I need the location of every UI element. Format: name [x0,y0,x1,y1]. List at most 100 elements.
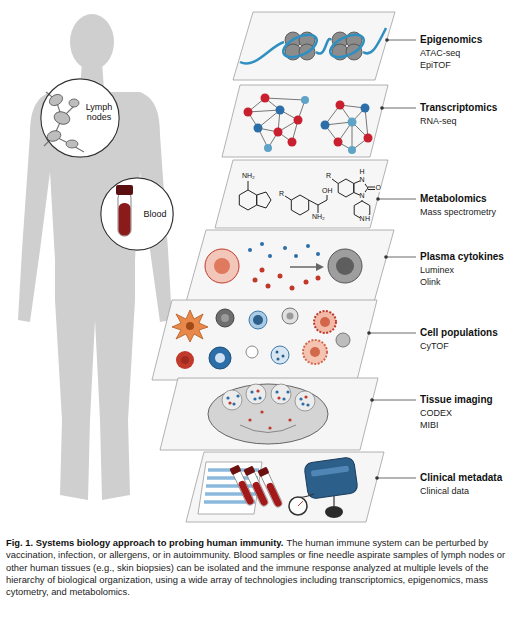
cytokine-secretion [248,242,320,258]
omics-label: Metabolomics [420,193,487,205]
chemical-structures [309,200,327,205]
cytokine-secretion [253,268,321,291]
immune-cells [215,353,225,363]
lymph-node-section [306,403,309,406]
chemical-structures [285,196,291,200]
clinical-items [311,465,349,476]
cytokine-secretion [214,258,230,274]
lymph-node-section [208,384,328,444]
omics-layer-planes [222,85,388,157]
gene-network [254,124,263,133]
gene-network [365,108,368,138]
atom-label: H [360,168,365,176]
clinical-items [206,484,257,488]
chemical-structures [327,195,328,200]
cytokine-secretion [316,252,320,256]
technology-label: RNA-seq [420,115,457,127]
omics-layer-planes [160,378,378,450]
gene-network [261,94,270,103]
clinical-items [266,482,283,508]
gene-network [274,128,283,137]
blood-tube-inset [100,177,174,251]
lymph-node-section [256,389,259,392]
gene-network [244,94,373,155]
omics-layer-planes [152,12,395,522]
blood-tube-inset [119,203,131,236]
cytokine-secretion [290,266,318,268]
lymph-node-section [258,396,261,399]
atom-label: NH₂ [312,213,325,221]
lymph-node-section [248,418,251,421]
immune-cells [277,358,280,361]
leader-lines [370,398,374,402]
leader-lines [369,333,416,334]
blood-tube-inset [116,185,133,195]
gene-network [244,94,373,147]
gene-network [254,104,370,133]
nucleosome-illustration [240,42,284,64]
clinical-items [198,462,262,514]
circle-outline [41,79,119,157]
gene-network [334,138,343,147]
leader-lines [386,257,416,258]
lymph-node-inset [66,140,78,148]
atom-label: NH₂ [242,172,255,180]
lymph-node-section [299,397,302,400]
immune-cells [221,314,229,322]
gene-network [348,146,356,154]
omics-layer-planes [233,12,395,80]
lymph-node-section [222,390,242,410]
gene-network [361,104,370,113]
cytokine-secretion [266,284,271,289]
nucleosome-illustration [316,39,331,53]
cytokine-secretion [294,254,298,258]
immune-cells [172,310,208,342]
cytokine-secretion [283,246,287,250]
immune-cells [271,346,289,364]
leader-lines [377,478,416,479]
omics-label: Epigenomics [420,34,482,46]
technology-label: EpiTOF [420,59,451,71]
cytokine-secretion [290,286,295,291]
immune-cells [320,317,330,327]
chemical-structures [318,205,319,213]
lymph-node-section [295,391,315,411]
gene-network [264,96,357,154]
immune-cells [246,346,258,358]
immune-cells [249,311,267,329]
lymph-node-section [222,384,315,411]
nucleosome-illustration [280,30,320,62]
leader-lines [384,255,388,259]
immune-cells [253,315,263,325]
clinical-items [243,466,255,477]
gene-network [301,96,309,104]
cytokine-secretion [278,274,283,279]
technology-label: Mass spectrometry [420,206,496,218]
omics-label: Transcriptomics [420,102,497,114]
lymph-node-section [240,425,296,433]
immune-cells [303,340,327,364]
atom-label: N [360,192,365,200]
lymph-node-inset [69,99,79,107]
lymph-node-inset [52,110,71,127]
callout-label: Blood [138,209,172,219]
cytokine-secretion [316,276,321,281]
clinical-items [257,467,284,509]
lymph-node-section [271,384,291,404]
gene-network [321,121,330,130]
leader-lines [375,476,379,480]
gene-network [336,101,345,110]
technology-label: CODEX [420,407,452,419]
technology-label: Olink [420,276,441,288]
chemical-structures [248,181,249,190]
cytokine-secretion [205,242,362,291]
gene-network [244,108,253,117]
leader-lines [367,38,416,480]
clinical-items [257,467,269,478]
immune-cells [209,347,231,369]
immune-cells [172,308,350,369]
chemical-structures [332,179,338,184]
gene-network [364,134,373,143]
clinical-items [304,457,359,500]
